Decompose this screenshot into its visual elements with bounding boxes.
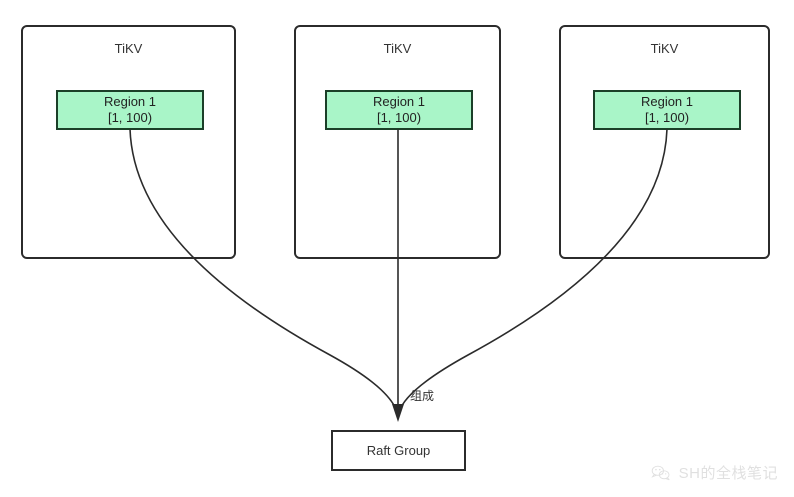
edge-arrowhead [392, 404, 404, 422]
region-box-right-label: Region 1 [641, 94, 693, 109]
raft-group-node[interactable]: Raft Group [331, 430, 466, 471]
raft-group-label: Raft Group [367, 443, 431, 458]
region-box-left[interactable] [56, 90, 204, 130]
tikv-container-right-label: TiKV [651, 41, 679, 56]
tikv-container-right[interactable] [559, 25, 770, 259]
region-box-middle[interactable] [325, 90, 473, 130]
region-box-left-label: Region 1 [104, 94, 156, 109]
region-box-middle-range: [1, 100) [377, 110, 421, 125]
tikv-container-middle-label: TiKV [384, 41, 412, 56]
region-box-right[interactable] [593, 90, 741, 130]
raft-group-box[interactable] [331, 430, 466, 471]
tikv-node-left[interactable]: TiKV Region 1 [1, 100) [21, 25, 236, 259]
region-box-middle-label: Region 1 [373, 94, 425, 109]
tikv-container-left[interactable] [21, 25, 236, 259]
edge-right-to-raft [398, 128, 668, 413]
edge-left-to-raft [129, 128, 398, 413]
region-box-right-range: [1, 100) [645, 110, 689, 125]
tikv-node-right[interactable]: TiKV Region 1 [1, 100) [559, 25, 770, 259]
region-box-left-range: [1, 100) [108, 110, 152, 125]
tikv-container-left-label: TiKV [115, 41, 143, 56]
edge-label-compose: 组成 [410, 389, 434, 403]
